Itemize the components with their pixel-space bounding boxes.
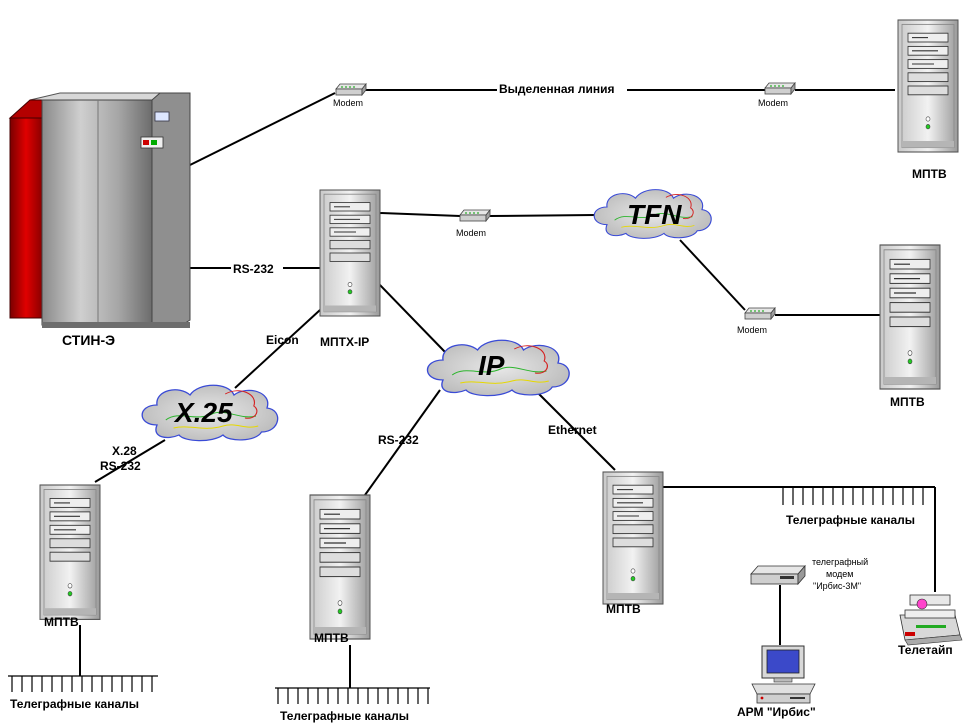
ip-cloud-label: IP xyxy=(478,350,505,381)
stin-mainframe-icon xyxy=(8,92,191,328)
telegraph-modem-icon xyxy=(750,564,806,586)
stin-label: СТИН-Э xyxy=(62,332,115,348)
mptx-icon xyxy=(319,189,381,317)
channels-center-label: Телеграфные каналы xyxy=(280,709,409,723)
mptv-mid-right-label: МПТВ xyxy=(890,395,925,409)
modem-label-3: Modem xyxy=(456,228,486,238)
mptv-bottom-right-icon xyxy=(602,471,664,605)
channel-comb-center xyxy=(275,687,430,704)
leased-line-label: Выделенная линия xyxy=(499,82,614,96)
wire-stin-modem1 xyxy=(189,92,336,166)
mptx-label: МПТХ-IP xyxy=(320,335,369,349)
rs232-main-label: RS-232 xyxy=(233,262,274,276)
mptv-mid-right-icon xyxy=(879,244,941,390)
wire-ip-mptv-bottom-right xyxy=(534,389,616,471)
rs232-center-label: RS-232 xyxy=(378,433,419,447)
tg-modem-label-2: модем xyxy=(826,569,853,579)
leased-line-label-bg xyxy=(497,80,627,96)
modem-icon xyxy=(744,307,776,320)
channel-comb-right xyxy=(782,487,924,505)
mptv-center-icon xyxy=(309,494,371,640)
tg-modem-label-3: "Ирбис-3М" xyxy=(813,581,861,591)
mptv-top-right-icon xyxy=(897,19,959,153)
wires xyxy=(79,89,936,688)
x28-rs232-label: RS-232 xyxy=(100,459,141,473)
tg-modem-label-1: телеграфный xyxy=(812,557,868,567)
mptv-left-label: МПТВ xyxy=(44,615,79,629)
mptv-bottom-right-label: МПТВ xyxy=(606,602,641,616)
eicon-label: Eicon xyxy=(266,333,299,347)
modem-icon xyxy=(335,83,367,96)
modem-icon xyxy=(764,82,796,95)
mptv-top-right-label: МПТВ xyxy=(912,167,947,181)
workstation-icon xyxy=(751,645,816,704)
wire-mptx-modem3 xyxy=(379,212,461,217)
teletype-label: Телетайп xyxy=(898,643,953,657)
mptv-center-label: МПТВ xyxy=(314,631,349,645)
mptv-left-icon xyxy=(39,484,101,620)
wire-mptx-ip xyxy=(379,284,446,353)
wire-ip-mptv-center xyxy=(364,389,441,496)
modem-icon xyxy=(459,209,491,222)
modem-label-4: Modem xyxy=(737,325,767,335)
x25-cloud-label: X.25 xyxy=(173,397,233,428)
modem-label-2: Modem xyxy=(758,98,788,108)
x28-label: X.28 xyxy=(112,444,137,458)
channels-right-label: Телеграфные каналы xyxy=(786,513,915,527)
wire-x25-mptv-left xyxy=(94,439,166,483)
wire-mptx-x25 xyxy=(234,309,321,389)
teletype-icon xyxy=(899,594,963,646)
channels-left-label: Телеграфные каналы xyxy=(10,697,139,711)
channel-comb-left xyxy=(8,675,158,692)
arm-label: АРМ "Ирбис" xyxy=(737,705,816,719)
rs232-main-label-bg xyxy=(231,262,283,276)
wire-modem3-tfn xyxy=(489,214,596,217)
wire-tfn-modem4 xyxy=(679,239,746,311)
ethernet-label: Ethernet xyxy=(548,423,597,437)
modem-label-1: Modem xyxy=(333,98,363,108)
tfn-cloud-label: TFN xyxy=(627,199,682,230)
